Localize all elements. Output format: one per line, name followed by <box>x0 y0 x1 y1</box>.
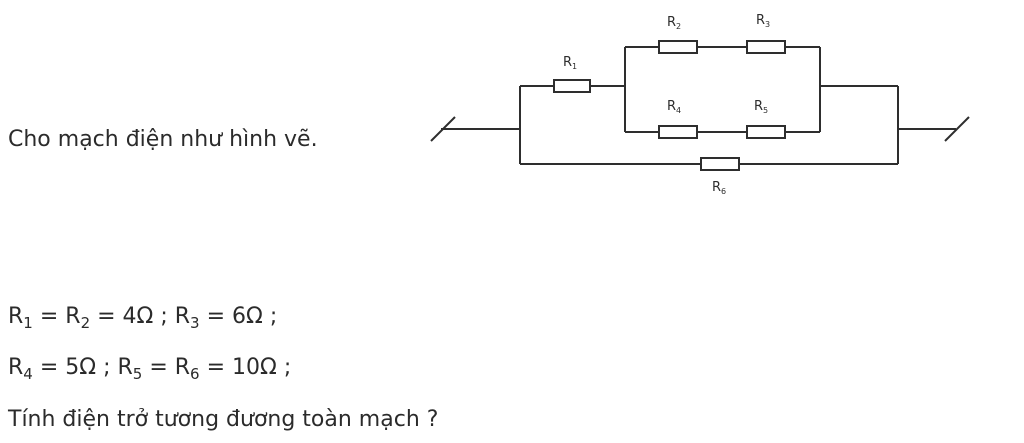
eq2-equals: = <box>142 355 175 380</box>
right-terminal <box>944 116 970 142</box>
equation-line-1: R1 = R2 = 4Ω ; R3 = 6Ω ; <box>8 302 277 332</box>
eq1-r2-sub: 2 <box>80 314 91 332</box>
question-text: Tính điện trở tương đương toàn mạch ? <box>8 407 439 432</box>
eq2-r6-value: = 10Ω ; <box>199 355 292 380</box>
eq2-r5-sub: 5 <box>132 365 143 383</box>
eq1-r3-letter: R <box>174 304 191 329</box>
eq1-r3-sub: 3 <box>190 314 200 332</box>
eq1-r2-value: = 4Ω ; <box>90 304 175 329</box>
eq2-r6-sub: 6 <box>190 365 200 383</box>
label-r1: R1 <box>563 55 577 71</box>
label-r2: R2 <box>667 15 681 31</box>
eq1-equals: = <box>32 304 66 329</box>
resistor-r4 <box>658 125 698 139</box>
eq2-r5-letter: R <box>117 355 133 380</box>
eq1-r1-letter: R <box>8 304 24 329</box>
eq1-r1-sub: 1 <box>23 314 33 332</box>
label-r4: R4 <box>667 99 681 115</box>
eq1-r2-letter: R <box>65 304 81 329</box>
eq2-r4-letter: R <box>8 355 24 380</box>
eq2-r4-value: = 5Ω ; <box>32 355 118 380</box>
resistor-r3 <box>746 40 786 54</box>
label-r3: R3 <box>756 13 770 29</box>
eq1-r3-value: = 6Ω ; <box>199 304 278 329</box>
resistor-r6 <box>700 157 740 171</box>
label-r5: R5 <box>754 99 768 115</box>
intro-text: Cho mạch điện như hình vẽ. <box>8 127 318 152</box>
label-r6: R6 <box>712 180 726 196</box>
resistor-r2 <box>658 40 698 54</box>
eq2-r6-letter: R <box>174 355 191 380</box>
resistor-r5 <box>746 125 786 139</box>
resistor-r1 <box>553 79 591 93</box>
equation-line-2: R4 = 5Ω ; R5 = R6 = 10Ω ; <box>8 353 291 383</box>
eq2-r4-sub: 4 <box>23 365 33 383</box>
